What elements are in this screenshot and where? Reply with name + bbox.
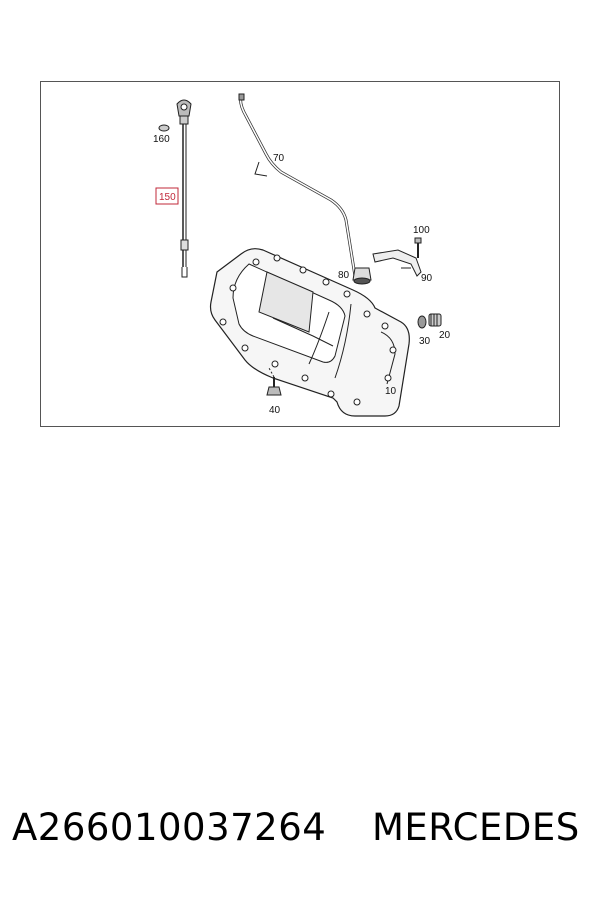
guide-tube-drawing <box>238 93 358 283</box>
parts-diagram-drawing: 160 150 70 100 80 90 30 20 10 40 <box>153 93 451 417</box>
callout-40: 40 <box>269 405 281 416</box>
callout-20: 20 <box>439 330 451 341</box>
part-number: A266010037264 <box>12 806 327 849</box>
callout-160: 160 <box>153 134 170 145</box>
bolt-drawing <box>414 237 422 258</box>
oil-pan-drawing <box>209 248 410 417</box>
dipstick-drawing <box>176 99 192 278</box>
drain-plug-drawing <box>428 313 442 327</box>
bracket-drawing <box>372 249 422 277</box>
brand-name: MERCEDES <box>372 806 580 849</box>
seal-ring-drawing <box>158 124 170 132</box>
callout-150-highlight <box>155 187 179 205</box>
callout-70: 70 <box>273 153 285 164</box>
callout-10: 10 <box>385 386 397 397</box>
callout-100: 100 <box>413 225 430 236</box>
callout-150: 150 <box>159 192 176 203</box>
callout-80: 80 <box>338 270 350 281</box>
washer-drawing <box>417 315 427 329</box>
parts-diagram: 160 150 70 100 80 90 30 20 10 40 <box>40 81 560 427</box>
plug-drawing <box>352 267 372 285</box>
screw-drawing <box>266 367 282 396</box>
callout-30: 30 <box>419 336 431 347</box>
callout-90: 90 <box>421 273 433 284</box>
